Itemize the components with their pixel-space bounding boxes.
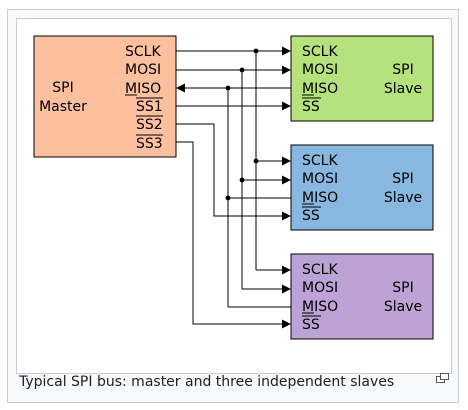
master-block [33, 35, 177, 158]
slave-2-pin-mosi: MOSI [302, 171, 338, 187]
figure-caption: Typical SPI bus: master and three indepe… [19, 374, 395, 390]
master-pin-miso: MISO [125, 81, 161, 97]
wires [176, 46, 291, 329]
master-pin-ss3: SS3 [136, 136, 163, 152]
junction-dots [225, 48, 259, 201]
miso-junction [225, 85, 231, 91]
miso-junction-2 [225, 195, 231, 201]
slave-3-block [290, 253, 434, 340]
slave-3-pin-mosi: MOSI [302, 280, 338, 296]
sclk-junction [253, 48, 259, 54]
slave-3-title-line1: SPI [392, 280, 413, 296]
mosi-junction [239, 67, 245, 73]
slave-2-pin-sclk: SCLK [302, 153, 338, 169]
slave-2-pin-ss: SS [302, 208, 320, 224]
slave-1-pin-miso: MISO [302, 81, 338, 97]
slave-2-block [290, 144, 434, 231]
ss3-wire [176, 141, 291, 329]
spi-bus-diagram: SPI Master SCLK MOSI MISO SS1 SS2 SS3 SC… [33, 35, 434, 340]
enlarge-icon[interactable] [436, 372, 450, 384]
slave-2-title-line1: SPI [392, 171, 413, 187]
master-title-line2: Master [39, 99, 87, 115]
master-pin-sclk: SCLK [125, 44, 161, 60]
slave-1-title-line2: Slave [384, 81, 422, 97]
slave-3-pin-ss: SS [302, 317, 320, 333]
slave-2-title-line2: Slave [384, 190, 422, 206]
slave-1-pin-ss: SS [302, 99, 320, 115]
slave-3-pin-sclk: SCLK [302, 262, 338, 278]
slave-1-pin-mosi: MOSI [302, 62, 338, 78]
slave-1-pin-sclk: SCLK [302, 44, 338, 60]
sclk-junction-2 [253, 158, 259, 164]
ss2-wire [176, 123, 291, 221]
slave-3-title-line2: Slave [384, 299, 422, 315]
master-pin-ss2: SS2 [136, 117, 163, 133]
slave-2-pin-miso: MISO [302, 190, 338, 206]
mosi-junction-2 [239, 177, 245, 183]
slave-1-block [290, 35, 434, 122]
master-title-line1: SPI [52, 80, 73, 96]
slave-1-title-line1: SPI [392, 62, 413, 78]
slave-3-pin-miso: MISO [302, 299, 338, 315]
master-pin-mosi: MOSI [125, 62, 161, 78]
master-pin-ss1: SS1 [136, 99, 163, 115]
